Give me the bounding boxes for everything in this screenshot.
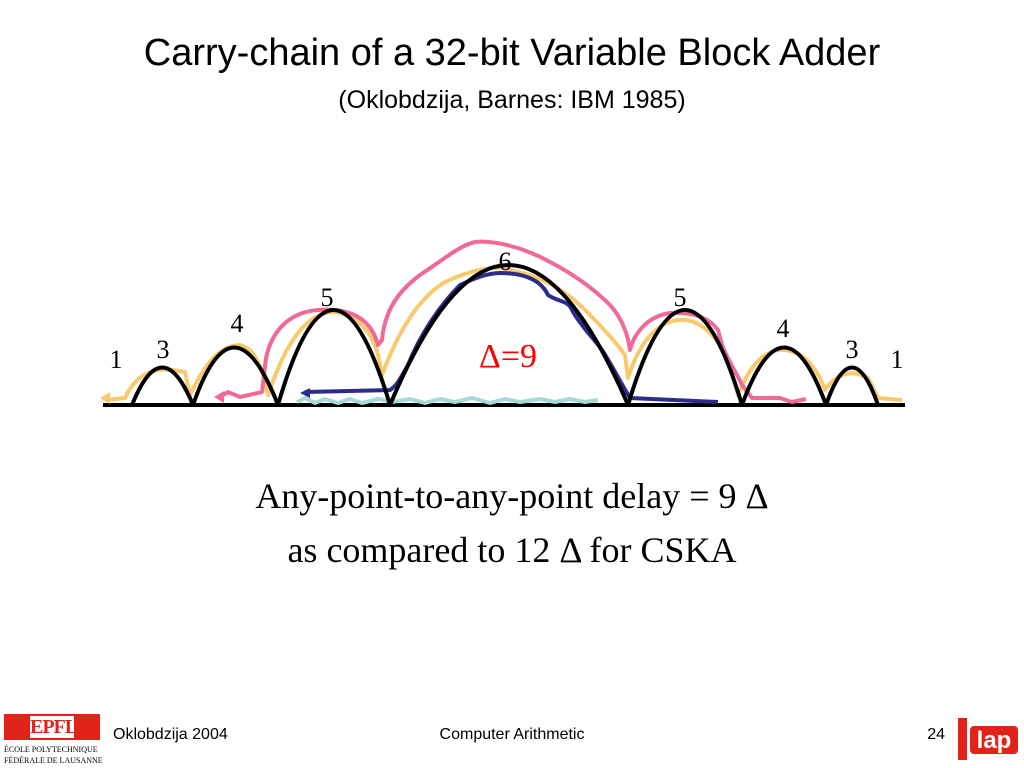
slide-subtitle: (Oklobdzija, Barnes: IBM 1985) (338, 86, 686, 114)
block-arc-3-right (824, 365, 880, 406)
block-label-4-left: 4 (231, 309, 244, 338)
lap-logo: lap (958, 718, 1018, 760)
block-arc-4-left (191, 345, 280, 406)
epfl-logo-line1: ÉCOLE POLYTECHNIQUE (4, 745, 98, 754)
footer-author: Oklobdzija 2004 (113, 726, 228, 743)
block-label-1-right: 1 (891, 345, 904, 374)
left-arrow-icon (100, 392, 110, 404)
block-arc-6 (388, 263, 630, 406)
block-arc-5-left (276, 308, 392, 406)
footer-page-number: 24 (927, 726, 945, 743)
lap-logo-bar (958, 718, 967, 760)
block-arcs (130, 263, 880, 406)
block-label-6: 6 (499, 247, 512, 276)
caption-comparison: as compared to 12 Δ for CSKA (287, 530, 737, 570)
caption-delay: Any-point-to-any-point delay = 9 Δ (255, 476, 769, 516)
delta-label: Δ=9 (479, 338, 537, 375)
epfl-logo-mark: EPFL (30, 716, 78, 738)
block-label-5-left: 5 (321, 283, 334, 312)
pink-arrow-icon (214, 391, 224, 403)
block-label-3-right: 3 (846, 335, 859, 364)
block-arc-5-right (626, 308, 744, 406)
navy-arrow-icon (300, 388, 310, 398)
block-arc-4-right (740, 345, 828, 406)
block-label-1-left: 1 (110, 345, 123, 374)
block-label-3-left: 3 (157, 335, 170, 364)
block-label-5-right: 5 (674, 283, 687, 312)
slide-title: Carry-chain of a 32-bit Variable Block A… (143, 32, 881, 74)
epfl-logo-line2: FÉDÉRALE DE LAUSANNE (4, 756, 103, 765)
footer-course: Computer Arithmetic (439, 726, 585, 743)
block-label-4-right: 4 (777, 314, 790, 343)
yellow-carry-path (104, 266, 903, 402)
block-arc-3-left (130, 365, 195, 406)
lap-logo-text: lap (977, 727, 1012, 754)
lap-logo-box (970, 726, 1018, 754)
epfl-logo: EPFL ÉCOLE POLYTECHNIQUE FÉDÉRALE DE LAU… (4, 714, 103, 768)
cyan-carry-path (296, 396, 599, 405)
